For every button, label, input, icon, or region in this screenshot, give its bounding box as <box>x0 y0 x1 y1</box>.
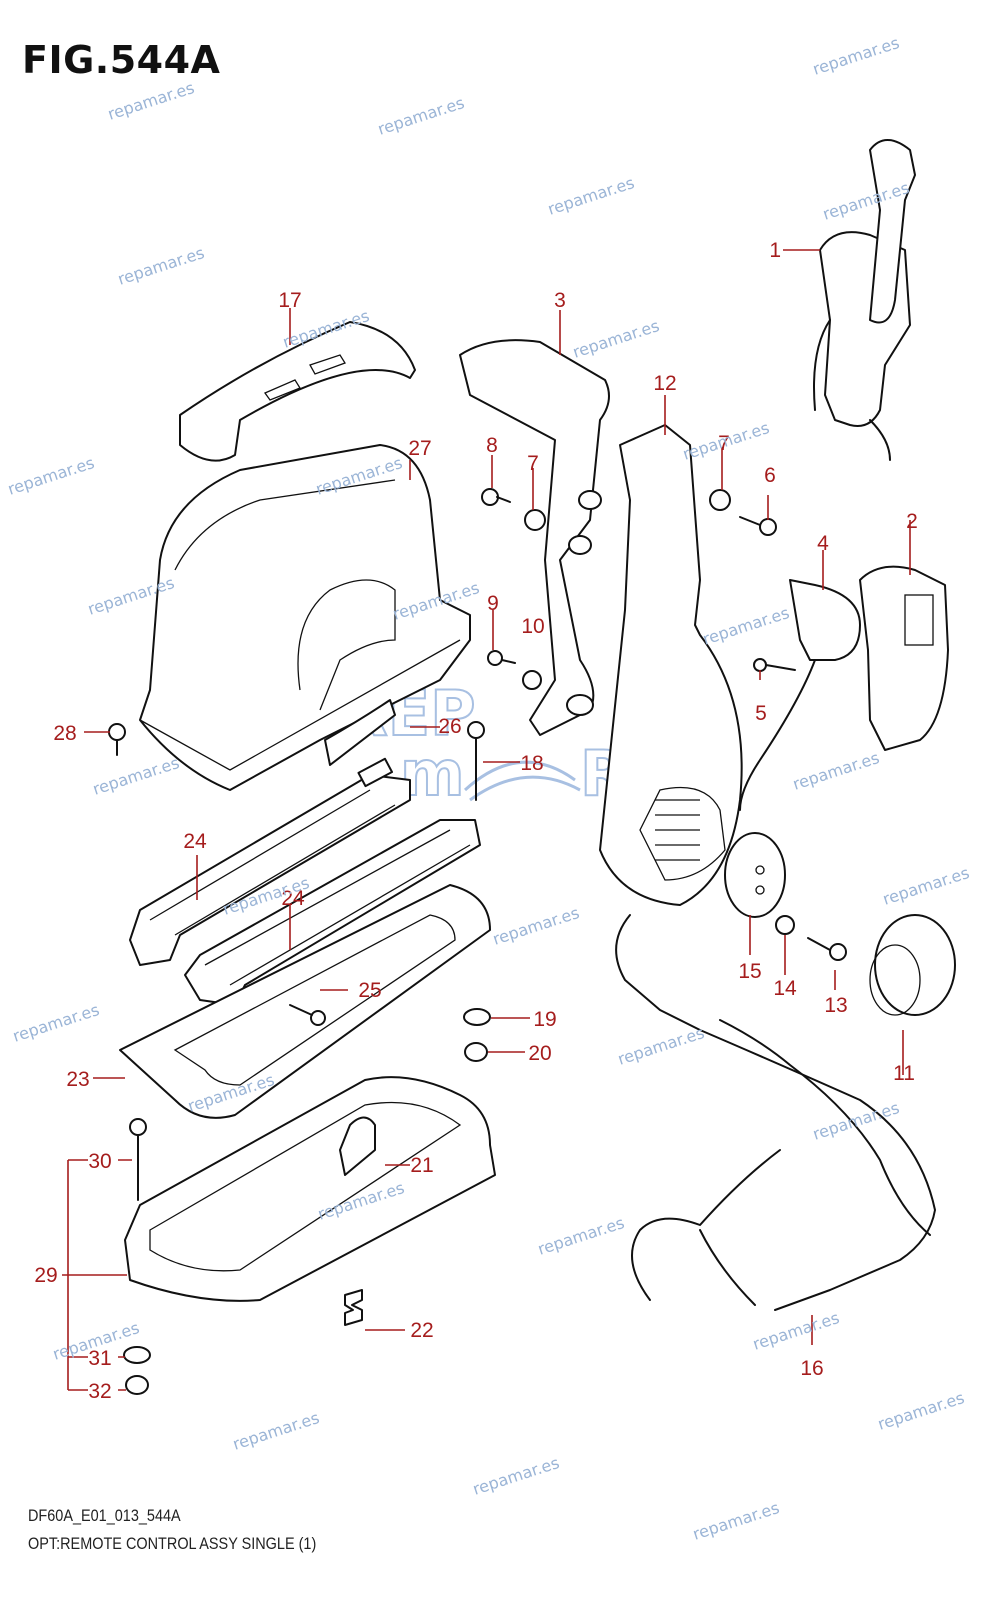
part-19-washer <box>463 1008 491 1026</box>
part-24-bracket-lower <box>184 819 481 1006</box>
callout-23: 23 <box>66 1068 89 1091</box>
watermark-text: repamar.es <box>535 1213 626 1259</box>
watermark-text: repamar.es <box>810 33 901 79</box>
part-29-base-plate <box>124 1076 496 1302</box>
callout-6: 6 <box>764 464 776 487</box>
part-4-switch <box>739 579 861 811</box>
callout-1: 1 <box>769 239 781 262</box>
callout-7-right: 7 <box>718 432 730 455</box>
callout-7-left: 7 <box>527 452 539 475</box>
figure-description: OPT:REMOTE CONTROL ASSY SINGLE (1) <box>28 1534 317 1553</box>
callout-15: 15 <box>738 960 761 983</box>
watermark-text: repamar.es <box>690 1498 781 1544</box>
part-20-nut <box>464 1042 488 1062</box>
part-14-washer <box>775 915 795 935</box>
watermark-text: repamar.es <box>105 78 196 124</box>
callout-21: 21 <box>410 1154 433 1177</box>
part-22-clip <box>344 1289 363 1326</box>
watermark-text: repamar.es <box>790 748 881 794</box>
callout-18: 18 <box>520 752 543 775</box>
part-11-cap <box>874 914 956 1016</box>
part-21-clip <box>339 1116 376 1176</box>
part-31-washer <box>123 1346 151 1364</box>
part-6-screw <box>739 516 777 536</box>
watermark-text: repamar.es <box>545 173 636 219</box>
part-5-screw <box>753 658 796 672</box>
callout-30: 30 <box>88 1150 111 1173</box>
figure-title: FIG.544A <box>22 38 221 82</box>
callout-17: 17 <box>278 289 301 312</box>
callout-5: 5 <box>755 702 767 725</box>
part-2-switch-window <box>904 594 934 646</box>
callout-2: 2 <box>906 510 918 533</box>
watermark-text: repamar.es <box>570 316 661 362</box>
watermark-text: repamar.es <box>230 1408 321 1454</box>
callout-20: 20 <box>528 1042 551 1065</box>
part-16-wire-harness <box>615 914 936 1311</box>
callout-labels: 1 2 3 4 5 6 7 7 8 9 10 11 12 13 14 15 16… <box>34 239 918 1403</box>
part-15-disc <box>724 832 786 918</box>
watermark-text: repamar.es <box>470 1453 561 1499</box>
callout-11: 11 <box>893 1062 915 1085</box>
callout-leaders <box>62 249 911 1391</box>
callout-4: 4 <box>817 532 829 555</box>
part-26-plate <box>324 699 396 766</box>
callout-29: 29 <box>34 1264 57 1287</box>
part-9-screw <box>487 650 516 666</box>
part-23-gasket <box>119 884 491 1119</box>
part-1-remote-control <box>813 139 916 461</box>
callout-14: 14 <box>773 977 797 1000</box>
figure-code: DF60A_E01_013_544A <box>28 1506 181 1525</box>
part-17-cover-cap <box>179 321 416 462</box>
callout-12: 12 <box>653 372 676 395</box>
watermark-text: repamar.es <box>490 903 581 949</box>
watermark-text: repamar.es <box>615 1023 706 1069</box>
callout-19: 19 <box>533 1008 556 1031</box>
part-32-nut <box>125 1375 149 1395</box>
part-11-cap-face <box>869 944 921 1016</box>
watermark-text: repamar.es <box>115 243 206 289</box>
callout-27: 27 <box>408 437 431 460</box>
part-30-bolt <box>129 1118 147 1201</box>
part-18-bolt <box>467 721 485 801</box>
watermark-text: repamar.es <box>700 603 791 649</box>
part-28-screw <box>108 723 126 756</box>
callout-26: 26 <box>438 715 461 738</box>
callout-9: 9 <box>487 592 499 615</box>
callout-24-upper: 24 <box>183 830 207 853</box>
part-3-lever-arm <box>459 339 610 736</box>
watermark-text: repamar.es <box>375 93 466 139</box>
callout-22: 22 <box>410 1319 433 1342</box>
watermark-text: repamar.es <box>750 1308 841 1354</box>
callout-28: 28 <box>53 722 76 745</box>
watermark-text: repamar.es <box>680 418 771 464</box>
watermark-text: repamar.es <box>90 753 181 799</box>
callout-16: 16 <box>800 1357 823 1380</box>
callout-10: 10 <box>521 615 544 638</box>
callout-25: 25 <box>358 979 381 1002</box>
callout-3: 3 <box>554 289 566 312</box>
part-12-control-arm <box>599 424 743 906</box>
watermark-text: repamar.es <box>5 453 96 499</box>
part-2-switch-cover <box>859 565 949 751</box>
watermark-text: repamar.es <box>880 863 971 909</box>
callout-31: 31 <box>88 1347 111 1370</box>
callout-24-lower: 24 <box>281 887 305 910</box>
callout-13: 13 <box>824 994 847 1017</box>
part-24-bracket-upper <box>129 757 411 966</box>
callout-8: 8 <box>486 434 498 457</box>
part-7-washer-right <box>709 489 731 511</box>
part-25-screw <box>289 1004 326 1026</box>
part-13-screw <box>807 937 847 961</box>
part-7-washer <box>524 509 546 531</box>
part-10-washer <box>522 670 542 690</box>
part-8-screw <box>481 488 511 506</box>
watermark-text: repamar.es <box>10 1000 101 1046</box>
watermark-text: repamar.es <box>810 1098 901 1144</box>
callout-32: 32 <box>88 1380 111 1403</box>
watermark-text: repamar.es <box>875 1388 966 1434</box>
